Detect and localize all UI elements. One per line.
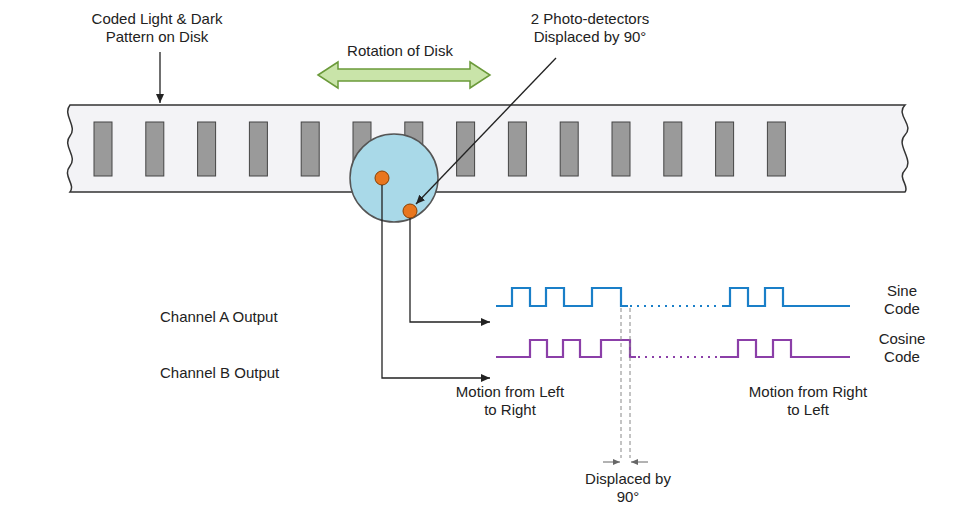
code-bar bbox=[508, 122, 526, 176]
motion-label: Motion from Right to Left bbox=[748, 383, 868, 419]
rotation-arrow bbox=[318, 62, 490, 88]
code-bar bbox=[146, 122, 164, 176]
dimension-label: Displaced by 90° bbox=[572, 470, 684, 506]
photo-detector bbox=[403, 204, 417, 218]
channel-a-wire bbox=[410, 218, 490, 322]
callout-label: 2 Photo-detectors Displaced by 90° bbox=[500, 10, 680, 46]
code-bar bbox=[301, 122, 319, 176]
callout-label: Coded Light & Dark Pattern on Disk bbox=[82, 10, 232, 46]
signal-name: Channel A Output bbox=[160, 308, 278, 326]
code-label: Sine Code bbox=[870, 282, 934, 318]
code-bar bbox=[560, 122, 578, 176]
cosine-waveform-gap bbox=[638, 356, 718, 358]
signal-name: Channel B Output bbox=[160, 364, 279, 382]
motion-label: Rotation of Disk bbox=[325, 42, 475, 60]
motion-label: Motion from Left to Right bbox=[452, 383, 568, 419]
code-bar bbox=[664, 122, 682, 176]
code-label: Cosine Code bbox=[864, 330, 940, 366]
channel-b-wire bbox=[382, 185, 490, 378]
code-bar bbox=[94, 122, 112, 176]
disk-strip bbox=[67, 105, 907, 192]
code-bar bbox=[457, 122, 475, 176]
phase-marker bbox=[621, 308, 622, 458]
dimension-arrow bbox=[603, 462, 620, 463]
code-bars bbox=[94, 122, 785, 176]
leader-line bbox=[159, 52, 160, 103]
code-bar bbox=[767, 122, 785, 176]
code-bar bbox=[198, 122, 216, 176]
sine-waveform-gap bbox=[630, 305, 720, 307]
detector-head bbox=[350, 134, 438, 222]
code-bar bbox=[249, 122, 267, 176]
cosine-waveform bbox=[496, 340, 850, 357]
code-bar bbox=[612, 122, 630, 176]
code-bar bbox=[716, 122, 734, 176]
dimension-arrow bbox=[631, 462, 648, 463]
sine-waveform bbox=[496, 288, 850, 306]
phase-marker bbox=[630, 308, 631, 458]
leader-line bbox=[416, 58, 556, 204]
photo-detector bbox=[375, 171, 389, 185]
